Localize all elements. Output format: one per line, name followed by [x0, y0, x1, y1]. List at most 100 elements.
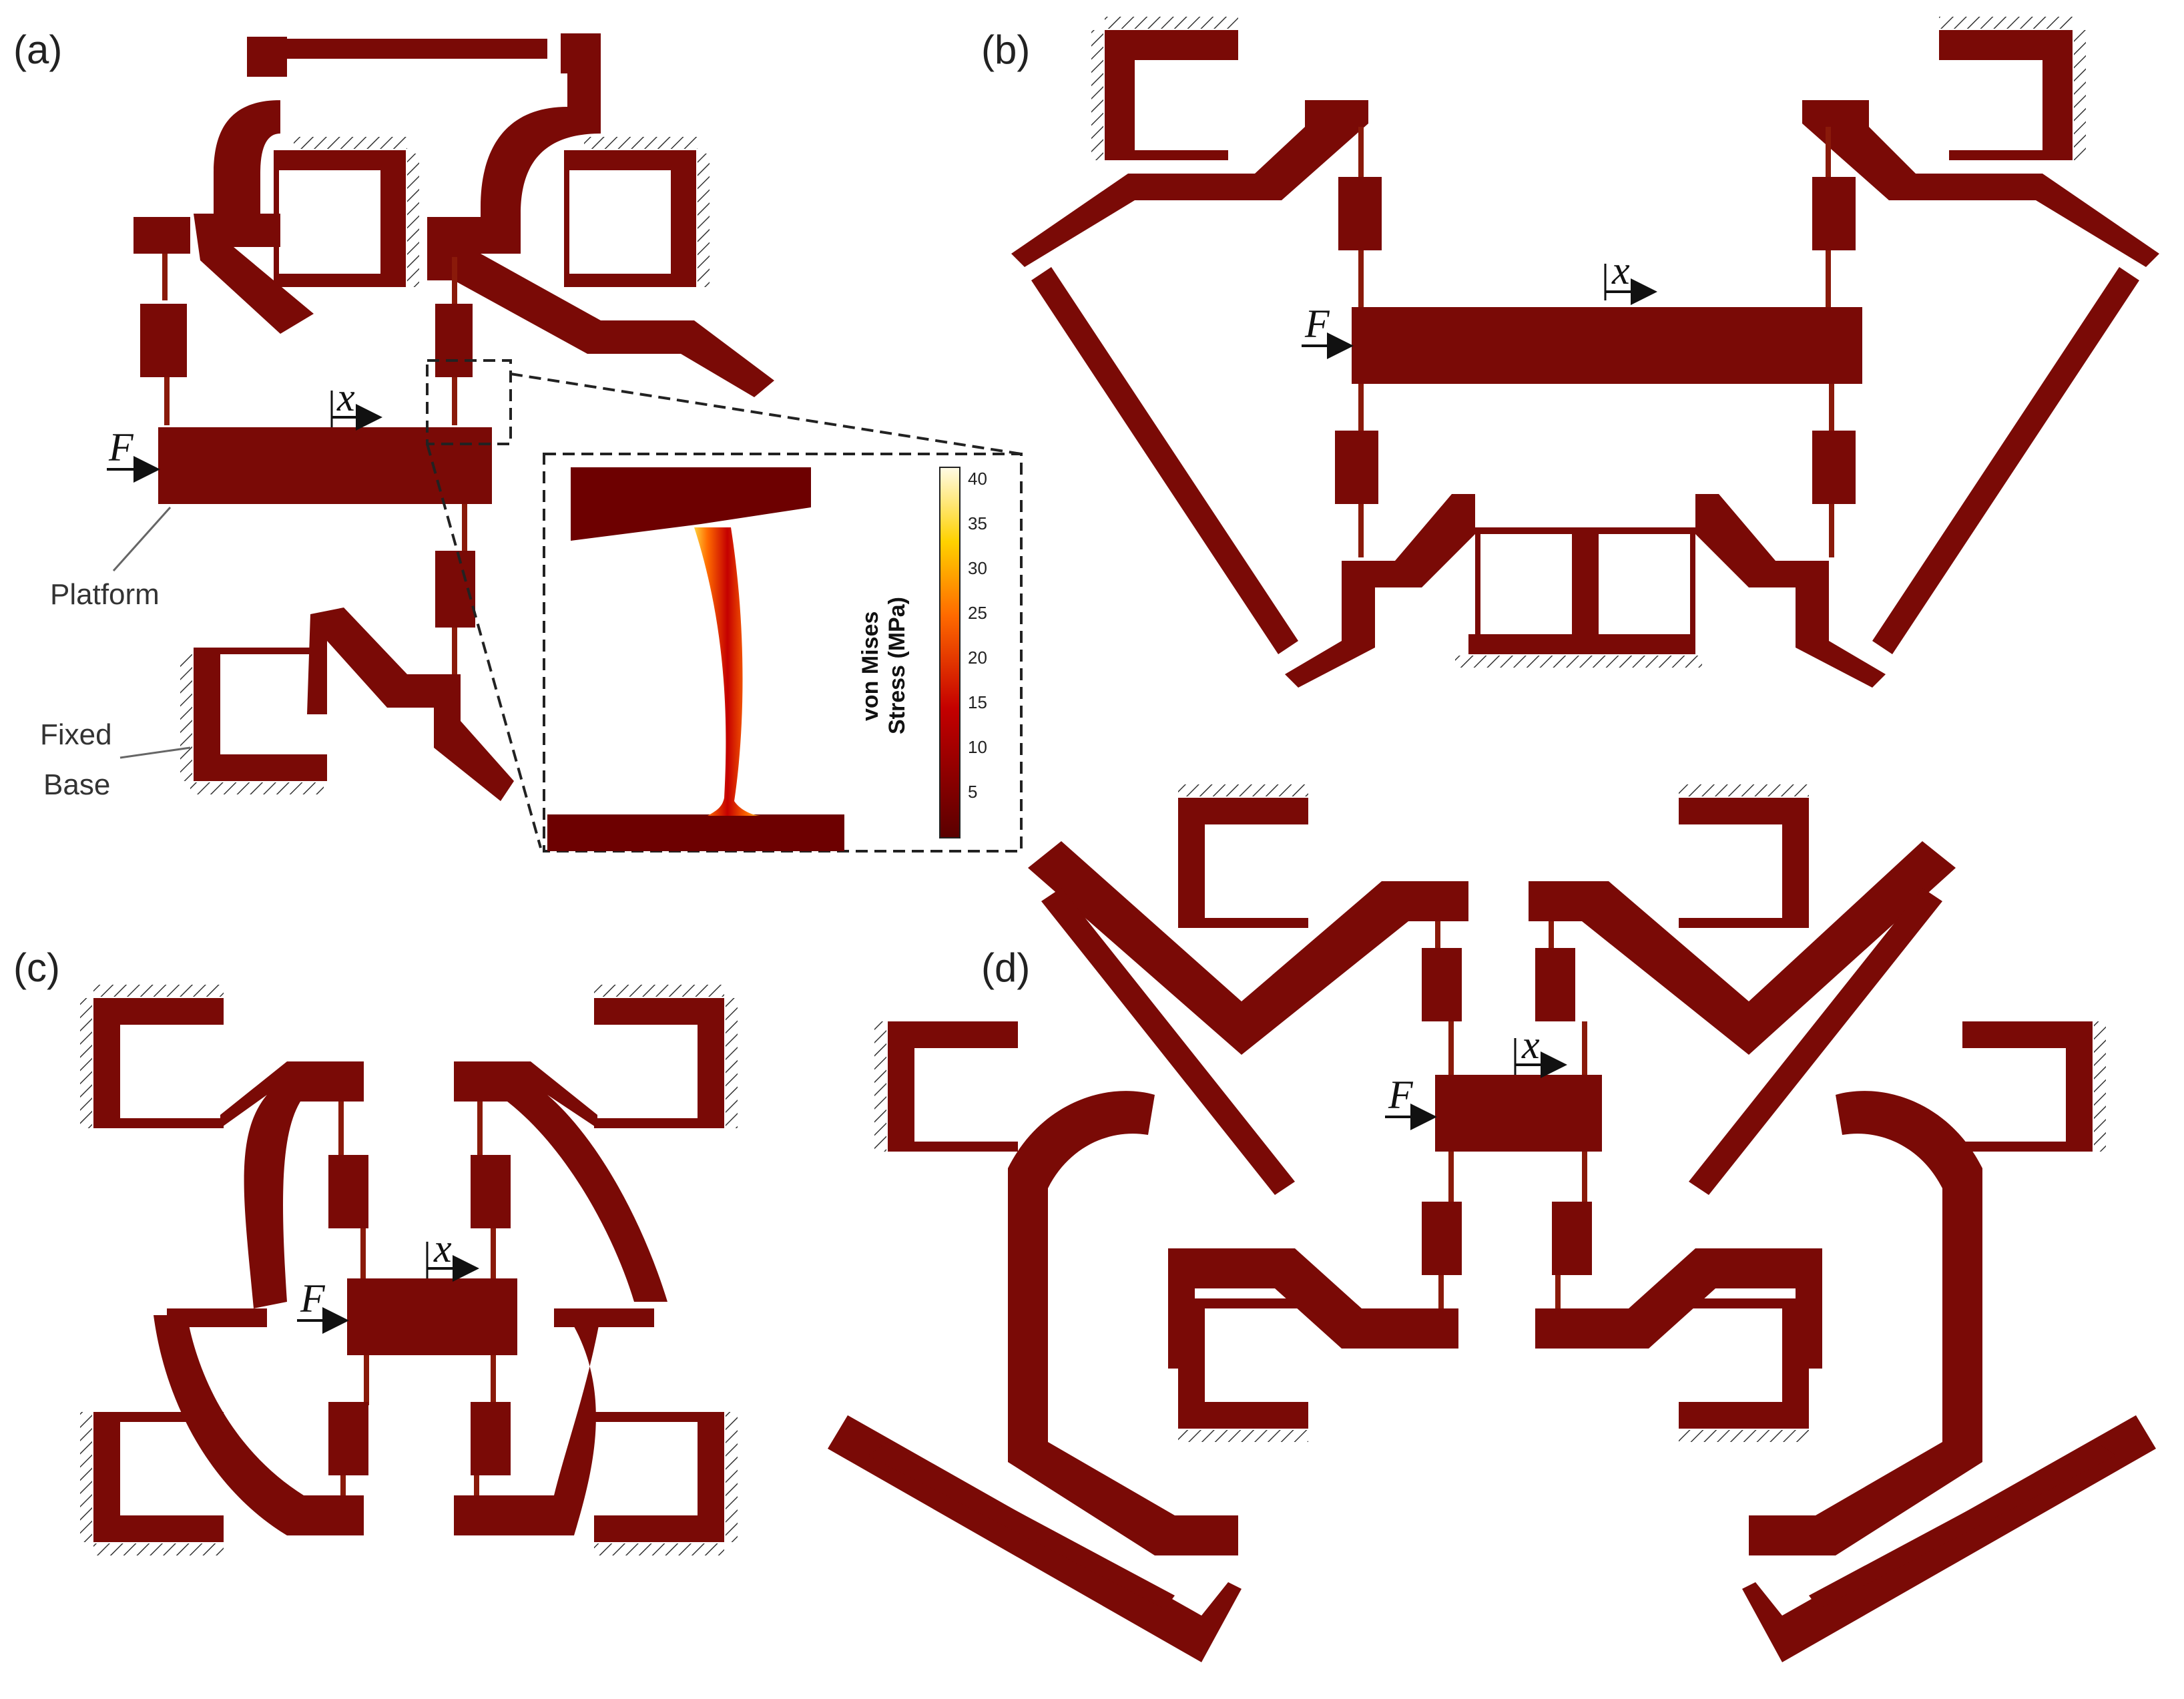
fixed-frame-b-bottom-center: [1572, 527, 1599, 638]
panel-label-a: (a): [13, 27, 62, 72]
platform-c: [347, 1278, 517, 1355]
hatch-b-2: [1939, 17, 2073, 29]
curved-arm-left-body: [194, 214, 314, 334]
fixed-frame-c-tr-bottom: [594, 1118, 724, 1128]
fixed-frame-d-l-bottom: [888, 1142, 1018, 1152]
hatch-a-3b: [190, 782, 324, 794]
displacement-label-c: x: [433, 1226, 452, 1270]
fixed-frame-b-bottom-top: [1475, 527, 1695, 534]
flexure-block-a-4: [435, 304, 473, 377]
fixed-frame-c-tl-bottom: [93, 1118, 224, 1128]
fixed-frame-b-tr-side: [2042, 30, 2073, 160]
link-c-left: [167, 1308, 267, 1327]
hatch-a-1b: [407, 154, 419, 287]
flexure-beam-a-3: [452, 257, 457, 304]
fixed-frame-b-tr-bottom: [1949, 150, 2073, 160]
zoom-source-box: [426, 359, 512, 445]
zig-arm-d-left: [1168, 1248, 1458, 1369]
flexure-block-a-3: [431, 220, 477, 257]
curved-arm-c-bl: [154, 1315, 364, 1535]
fixed-frame-d-ir: [1679, 1298, 1809, 1308]
u-bracket-d-left-inner: [868, 1442, 1175, 1609]
fixed-frame-a-top-left: [274, 150, 380, 170]
colorbar-title-1: von Mises: [858, 612, 883, 721]
curved-arm-right: [481, 70, 601, 254]
flexure-block-b-1: [1338, 177, 1382, 250]
fixed-frame-d-t2-side: [1782, 798, 1809, 928]
force-label-d: F: [1388, 1073, 1414, 1117]
hatch-d-1: [1178, 784, 1308, 796]
lower-arm-a: [307, 608, 514, 801]
platform-d: [1435, 1075, 1602, 1152]
arm-b-right: [1802, 100, 2159, 267]
curved-arm-c-tr: [454, 1061, 667, 1302]
panel-a: (a): [13, 27, 1023, 853]
cb-tick-30: 30: [968, 558, 987, 578]
panel-label-d: (d): [981, 945, 1030, 990]
fixed-frame-a-top-right: [564, 150, 671, 170]
fixed-frame-d-t1-side: [1178, 798, 1205, 928]
panel-c: (c): [13, 945, 738, 1555]
l-arm-d-right: [1749, 1091, 1982, 1555]
cb-tick-35: 35: [968, 513, 987, 533]
hatch-d-5: [1178, 1430, 1308, 1442]
diag-link-d-left: [1041, 888, 1295, 1195]
zig-arm-d-right: [1535, 1248, 1822, 1369]
fixed-frame-a-top-right-leftwall: [564, 154, 569, 280]
flexure-block-d-4: [1552, 1202, 1592, 1275]
fixed-frame-d-l-side: [888, 1021, 914, 1152]
curved-arm-left: [214, 73, 280, 214]
fixed-frame-a-top-right-side: [671, 150, 696, 287]
link-c-right: [554, 1308, 654, 1327]
cb-tick-15: 15: [968, 692, 987, 712]
hatch-d-3: [874, 1021, 886, 1152]
v-arm-d-left: [1028, 841, 1468, 1055]
top-link-bar: [280, 39, 547, 59]
flexure-beam-b-2: [1358, 250, 1364, 307]
panel-d: (d): [828, 784, 2156, 1662]
flexure-beam-a-2: [164, 377, 170, 425]
fixed-frame-a-top-right-bottom: [564, 274, 684, 287]
bottom-arm-b-left: [1285, 494, 1475, 688]
flexure-beam-a-4: [452, 377, 457, 425]
flexure-block-b-4: [1812, 431, 1856, 504]
hatch-a-2: [584, 137, 698, 149]
hatch-b-1b: [1091, 30, 1103, 160]
diag-link-b-right: [1872, 267, 2139, 654]
zoom-line-1: [510, 373, 1022, 455]
hatch-c-4: [594, 1543, 724, 1555]
flexure-beam-a-5: [462, 504, 467, 551]
force-label-b: F: [1304, 302, 1330, 346]
v-arm-d-right: [1529, 841, 1956, 1055]
force-label-c: F: [300, 1276, 326, 1320]
hatch-c-1: [93, 985, 224, 997]
flexure-beam-c-2: [360, 1228, 366, 1278]
cb-tick-10: 10: [968, 737, 987, 757]
flexure-beam-c-4: [491, 1228, 496, 1278]
flexure-block-c-3: [328, 1402, 368, 1475]
fixed-frame-b-bottom-right: [1690, 527, 1695, 638]
hatch-d-4: [2094, 1021, 2106, 1152]
fixed-frame-d-r-side: [2066, 1021, 2093, 1152]
colorbar-title: von Mises Stress (MPa): [858, 597, 910, 734]
platform-label: Platform: [50, 578, 160, 611]
inset-beam: [694, 527, 761, 816]
flexure-beam-b-3: [1826, 127, 1831, 177]
flexure-beam-c-3: [477, 1102, 483, 1155]
flexure-block-a-2: [140, 304, 187, 377]
flexure-beam-c-5: [364, 1355, 369, 1405]
flexure-beam-c-8: [474, 1475, 479, 1495]
flexure-beam-c-7: [491, 1355, 496, 1405]
hatch-c-4b: [726, 1412, 738, 1542]
fixed-frame-d-t1-bottom: [1178, 918, 1308, 928]
hatch-d-6: [1679, 1430, 1809, 1442]
flexure-beam-d-2: [1448, 1021, 1454, 1075]
hatch-c-3: [93, 1543, 224, 1555]
fixed-frame-a-bottom-base: [194, 754, 327, 781]
top-link-right-block: [561, 33, 601, 73]
platform-b: [1352, 307, 1862, 384]
flexure-block-c-1: [328, 1155, 368, 1228]
flexure-block-c-2: [471, 1155, 511, 1228]
flexure-beam-d-5: [1448, 1152, 1454, 1202]
flexure-beam-d-4: [1582, 1021, 1587, 1075]
